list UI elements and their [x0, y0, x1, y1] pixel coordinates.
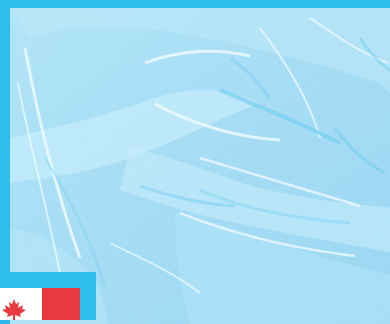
canada-flag-icon [0, 288, 80, 320]
flag-right-band [42, 288, 80, 320]
maple-leaf-icon [2, 299, 26, 320]
flag-panel [0, 272, 96, 320]
